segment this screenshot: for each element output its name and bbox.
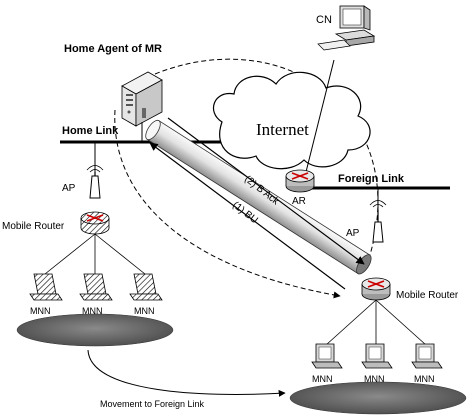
laptop-icon: [361, 343, 393, 369]
dashed-return-arc: [114, 109, 341, 299]
mnn-label: MNN: [364, 374, 385, 384]
back-arrow: [167, 117, 365, 265]
laptop-icon: [411, 343, 443, 369]
cn-label: CN: [316, 14, 332, 26]
foreign-network-disc: [289, 381, 467, 415]
computer-icon: [317, 5, 376, 51]
left-mnn-link: [94, 233, 146, 275]
ar-label: AR: [292, 196, 306, 207]
cn-link: [305, 59, 335, 173]
mnn-label: MNN: [414, 374, 435, 384]
laptop-icon: [29, 273, 63, 301]
laptop-icon: [311, 343, 343, 369]
ap-right-label: AP: [346, 228, 360, 239]
home-agent-label: Home Agent of MR: [64, 43, 162, 55]
mnn-label: MNN: [134, 306, 155, 316]
mnn-label: MNN: [82, 306, 103, 316]
home-link-label: Home Link: [62, 125, 119, 137]
foreign-link-label: Foreign Link: [338, 173, 405, 185]
mobile-router-left-label: Mobile Router: [2, 221, 65, 232]
server-icon: [121, 71, 163, 127]
right-mnn-link: [325, 299, 377, 346]
laptop-icon: [79, 273, 113, 301]
movement-arrow: [87, 349, 286, 397]
left-mnn-link: [44, 233, 96, 275]
router-icon: [361, 277, 391, 301]
mnn-label: MNN: [30, 306, 51, 316]
mobile-router-right-label: Mobile Router: [396, 290, 459, 301]
laptop-icon: [129, 273, 163, 301]
bu-arrow: [149, 142, 346, 290]
right-mnn-link: [375, 299, 427, 346]
internet-cloud: Internet: [212, 71, 371, 170]
home-network-disc: [16, 313, 174, 347]
ap-left-label: AP: [62, 183, 76, 194]
access-point-icon: [86, 165, 104, 199]
access-point-icon: [369, 200, 387, 243]
internet-label: Internet: [256, 120, 309, 139]
mnn-label: MNN: [312, 374, 333, 384]
router-icon: [285, 169, 315, 193]
movement-label: Movement to Foreign Link: [100, 399, 205, 409]
router-icon: [80, 211, 110, 235]
